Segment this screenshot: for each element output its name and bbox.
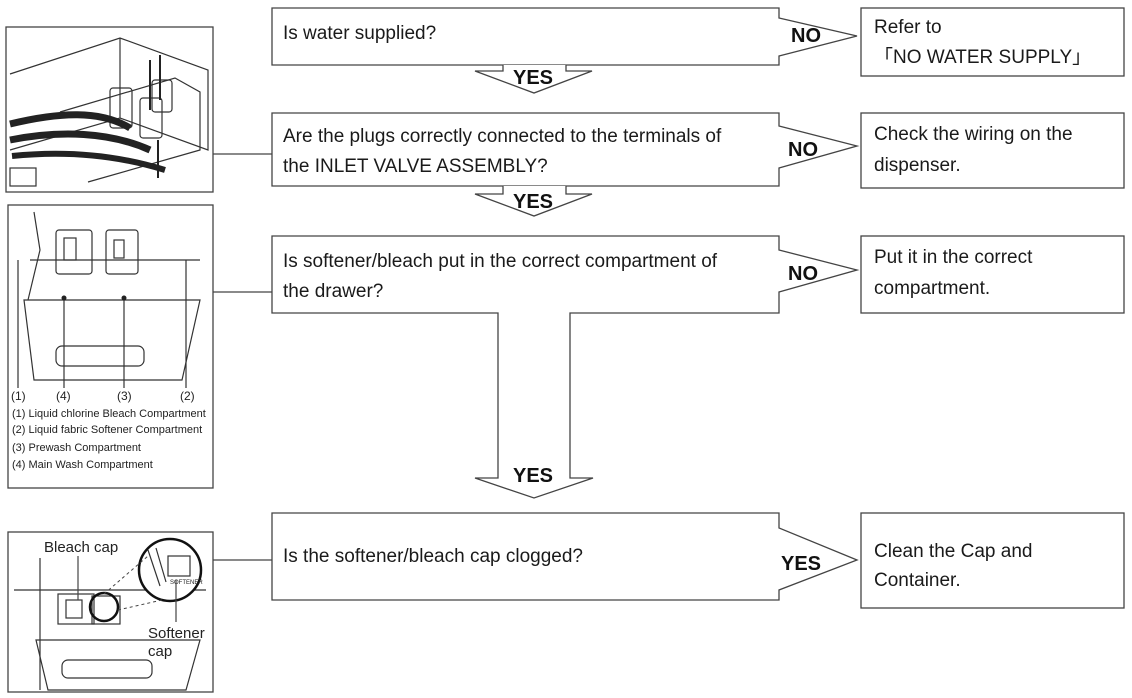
question-2-line2: the INLET VALVE ASSEMBLY?	[283, 156, 548, 177]
drawer-number-1: (1)	[11, 389, 26, 403]
question-1-line1: Is water supplied?	[283, 23, 436, 44]
softener-cap-marking: SOFTENER	[170, 580, 203, 586]
result-3-line2: compartment.	[874, 278, 990, 299]
yes-label-2: YES	[513, 191, 553, 213]
drawer-legend-2: (2) Liquid fabric Softener Compartment	[12, 424, 202, 436]
softener-cap-label-line1: Softener	[148, 625, 205, 642]
bleach-cap-label: Bleach cap	[44, 539, 118, 556]
result-2-line1: Check the wiring on the	[874, 124, 1073, 145]
drawer-number-4: (4)	[56, 389, 71, 403]
result-3-line1: Put it in the correct	[874, 247, 1033, 268]
yes-arrow-1	[474, 65, 593, 94]
question-box-1	[271, 7, 858, 66]
result-box-4	[860, 512, 1125, 609]
answer-label-3: NO	[788, 263, 818, 285]
question-3-line2: the drawer?	[283, 281, 383, 302]
drawer-legend-4: (4) Main Wash Compartment	[12, 459, 153, 471]
drawer-number-3: (3)	[117, 389, 132, 403]
result-4-line1: Clean the Cap and	[874, 541, 1032, 562]
result-4-line2: Container.	[874, 570, 961, 591]
answer-label-2: NO	[788, 139, 818, 161]
question-4-line1: Is the softener/bleach cap clogged?	[283, 546, 583, 567]
result-1-line1: Refer to	[874, 17, 942, 38]
drawer-number-2: (2)	[180, 389, 195, 403]
question-box-3	[271, 235, 860, 499]
result-2-line2: dispenser.	[874, 155, 961, 176]
drawer-legend-1: (1) Liquid chlorine Bleach Compartment	[12, 408, 206, 420]
yes-arrow-2	[474, 186, 593, 217]
drawer-figure: (1) (4) (3) (2) (1) Liquid chlorine Blea…	[7, 204, 214, 489]
drawer-legend-3: (3) Prewash Compartment	[12, 442, 141, 454]
inlet-valve-figure	[5, 26, 214, 193]
yes-label-1: YES	[513, 67, 553, 89]
question-box-4	[271, 512, 859, 601]
result-box-1	[860, 7, 1125, 77]
result-1-line2: 「NO WATER SUPPLY」	[874, 46, 1091, 68]
yes-label-3: YES	[513, 465, 553, 487]
cap-figure: SOFTENER Bleach cap Softener cap	[7, 531, 214, 693]
result-box-3	[860, 235, 1125, 314]
answer-label-1: NO	[791, 25, 821, 47]
result-box-2	[860, 112, 1125, 189]
question-3-line1: Is softener/bleach put in the correct co…	[283, 251, 718, 272]
question-2-line1: Are the plugs correctly connected to the…	[283, 126, 722, 147]
question-box-2	[271, 112, 860, 187]
softener-cap-label-line2: cap	[148, 643, 172, 660]
answer-label-4: YES	[781, 553, 821, 575]
